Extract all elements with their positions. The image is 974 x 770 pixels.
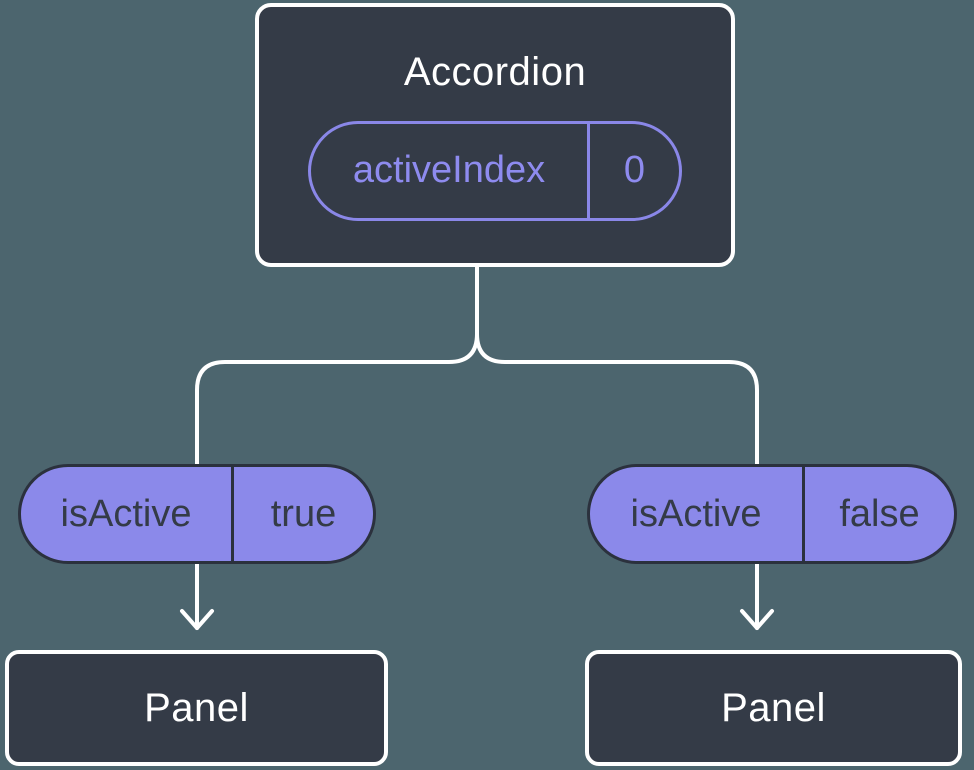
panel-node-right: Panel bbox=[585, 650, 962, 766]
prop-name-label: activeIndex bbox=[311, 123, 590, 218]
connector-right-branch bbox=[475, 265, 759, 630]
accordion-node: Accordion activeIndex 0 bbox=[255, 3, 735, 267]
connector-left-branch bbox=[195, 265, 479, 630]
is-active-prop-pill-left: isActive true bbox=[18, 464, 376, 564]
prop-name-label: isActive bbox=[21, 467, 234, 561]
active-index-prop-pill: activeIndex 0 bbox=[308, 120, 682, 221]
prop-value-label: 0 bbox=[623, 149, 646, 191]
arrow-down-icon bbox=[180, 609, 214, 630]
panel-node-title: Panel bbox=[144, 685, 249, 730]
arrow-down-icon bbox=[740, 609, 774, 630]
accordion-node-title: Accordion bbox=[403, 49, 587, 94]
prop-value-label: true bbox=[270, 492, 337, 535]
is-active-prop-pill-right: isActive false bbox=[587, 464, 957, 564]
prop-value-label: false bbox=[839, 492, 920, 535]
panel-node-left: Panel bbox=[5, 650, 388, 766]
panel-node-title: Panel bbox=[721, 685, 826, 730]
prop-name-label: isActive bbox=[590, 467, 805, 561]
